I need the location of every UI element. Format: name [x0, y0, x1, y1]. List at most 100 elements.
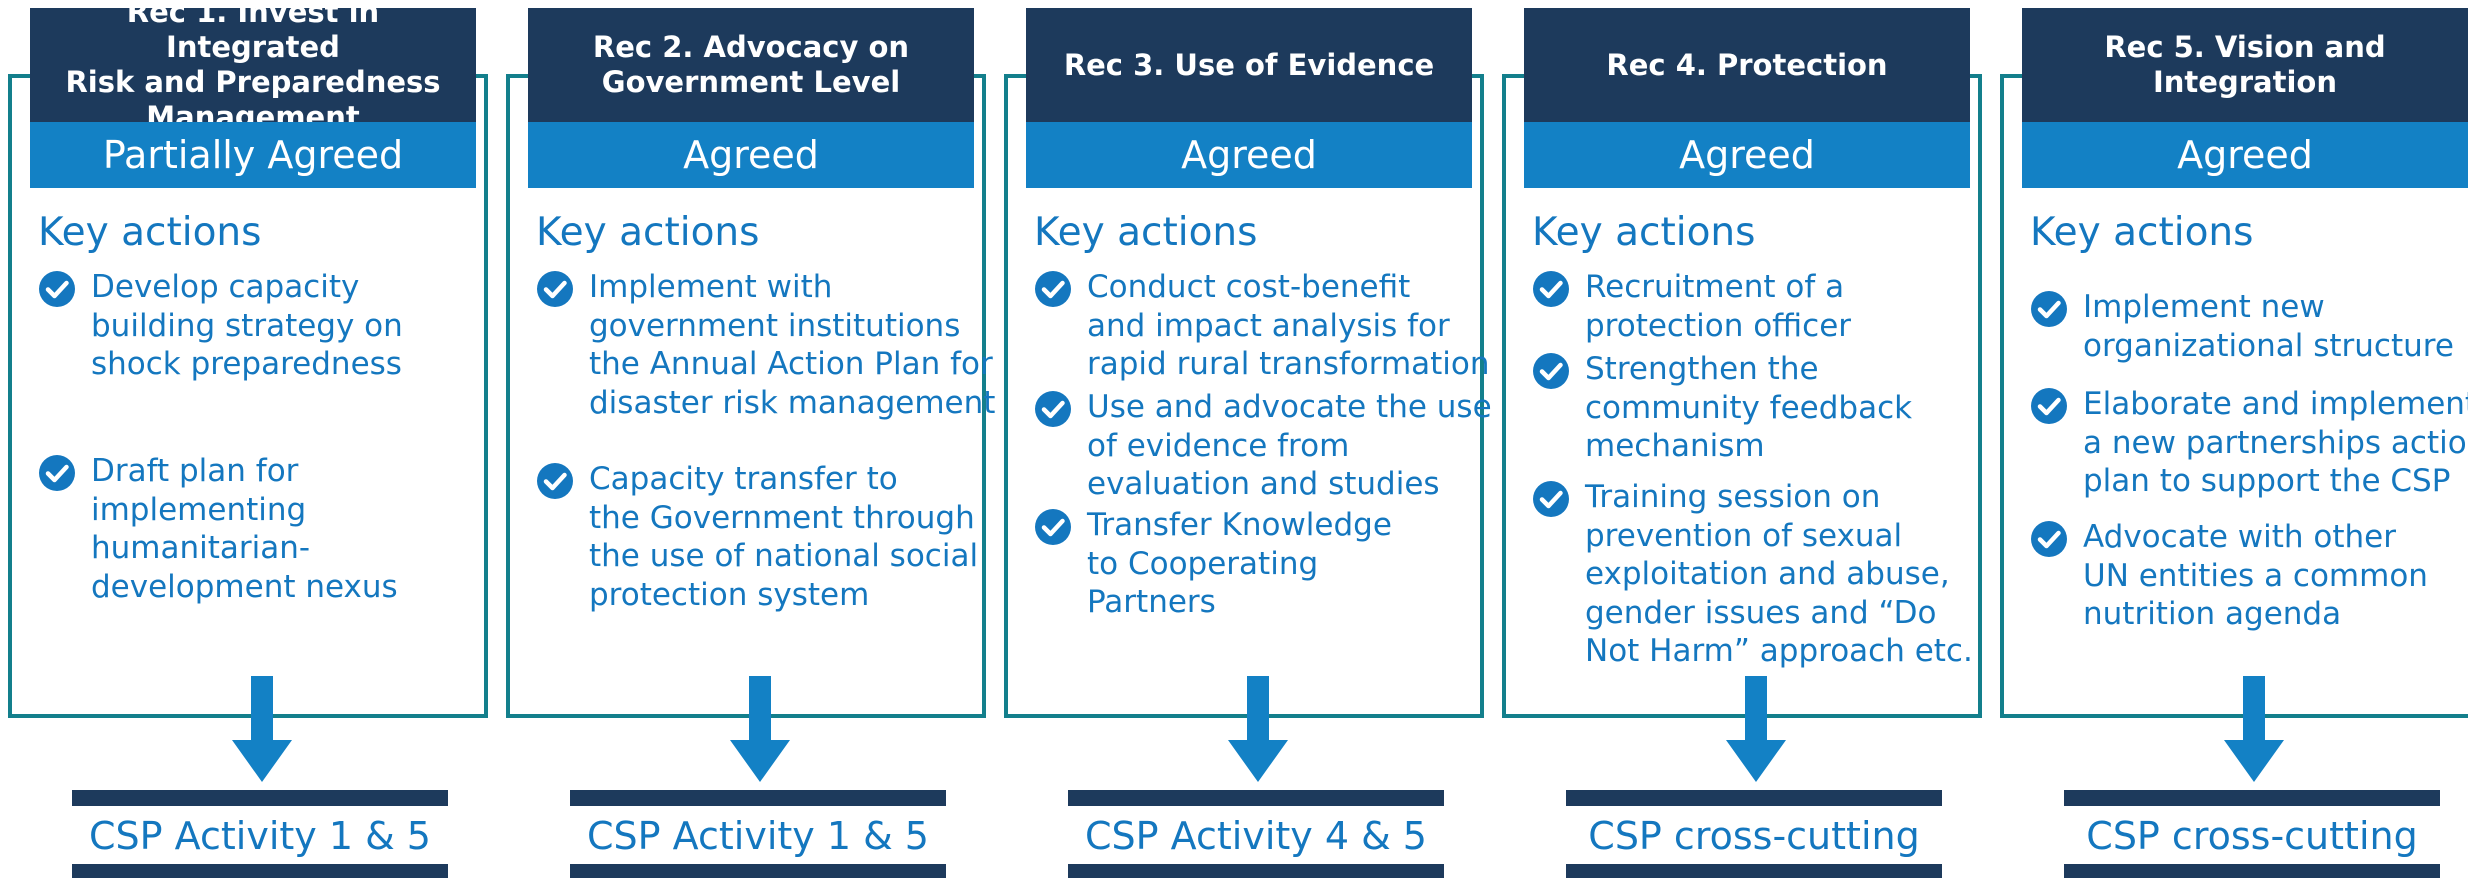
- check-circle-icon: [2031, 291, 2067, 327]
- activity-bar-bottom: [1068, 864, 1444, 878]
- key-action-line: Implement with: [589, 269, 833, 305]
- status-badge: Agreed: [528, 122, 974, 188]
- activity-bar-bottom: [72, 864, 448, 878]
- key-action-line: protection officer: [1585, 307, 1852, 344]
- csp-activity-label: CSP cross-cutting: [2086, 814, 2418, 858]
- activity-bar-top: [570, 790, 946, 806]
- recommendation-title: Rec 4. Protection: [1524, 8, 1970, 122]
- key-action-line: Transfer Knowledge: [1087, 507, 1392, 543]
- status-badge: Agreed: [1524, 122, 1970, 188]
- key-action-line: Capacity transfer to: [589, 461, 898, 497]
- key-action-line: Draft plan for: [91, 453, 299, 489]
- key-action-line: evaluation and studies: [1087, 466, 1440, 502]
- title-line: Integration: [2153, 65, 2337, 99]
- key-action-line: organizational structure: [2083, 327, 2454, 364]
- check-circle-icon: [39, 455, 75, 491]
- check-circle-icon: [537, 463, 573, 499]
- csp-activity-label: CSP cross-cutting: [1588, 814, 1920, 858]
- key-action-line: a new partnerships action: [2083, 424, 2468, 461]
- check-circle-icon: [537, 271, 573, 307]
- key-action-line: of evidence from: [1087, 427, 1350, 464]
- key-action-line: government institutions: [589, 307, 961, 344]
- key-action-line: Implement new: [2083, 289, 2325, 325]
- key-action-line: the use of national social: [589, 538, 979, 574]
- key-action-line: exploitation and abuse,: [1585, 556, 1950, 592]
- key-action-line: disaster risk management: [589, 384, 996, 421]
- key-action-line: Partners: [1087, 584, 1216, 620]
- key-action-line: rapid rural transformation: [1087, 346, 1490, 382]
- key-action-line: to Cooperating: [1087, 545, 1319, 582]
- check-circle-icon: [39, 271, 75, 307]
- arrow-down-icon: [1228, 676, 1288, 782]
- arrow-down-icon: [232, 676, 292, 782]
- key-action-line: development nexus: [91, 568, 398, 605]
- key-actions-heading: Key actions: [536, 210, 760, 255]
- title-line: Government Level: [601, 65, 901, 99]
- arrow-down-icon: [1726, 676, 1786, 782]
- csp-activity-label: CSP Activity 1 & 5: [89, 814, 431, 858]
- activity-bar-top: [72, 790, 448, 806]
- check-circle-icon: [1035, 391, 1071, 427]
- key-action-line: building strategy on: [91, 307, 403, 344]
- recommendation-title-text: Rec 4. Protection: [1606, 48, 1887, 83]
- key-action-line: gender issues and “Do: [1585, 594, 1937, 631]
- key-action-line: shock preparedness: [91, 346, 402, 382]
- check-circle-icon: [1533, 271, 1569, 307]
- key-actions-heading: Key actions: [38, 210, 262, 255]
- title-line: Rec 5. Vision and: [2104, 30, 2386, 64]
- title-line: Rec 4. Protection: [1606, 47, 1888, 82]
- key-action-line: Training session on: [1585, 479, 1881, 515]
- title-line: Rec 3. Use of Evidence: [1063, 47, 1435, 82]
- key-actions-heading: Key actions: [1034, 210, 1258, 255]
- key-action-line: Develop capacity: [91, 269, 360, 305]
- key-action-line: plan to support the CSP: [2083, 463, 2451, 499]
- check-circle-icon: [1035, 509, 1071, 545]
- key-action-line: nutrition agenda: [2083, 596, 2342, 632]
- activity-bar-bottom: [570, 864, 946, 878]
- title-line: Rec 2. Advocacy on: [592, 30, 910, 64]
- key-action-line: humanitarian-: [91, 530, 311, 566]
- check-circle-icon: [2031, 521, 2067, 557]
- activity-bar-bottom: [1566, 864, 1942, 878]
- key-action-line: UN entities a common: [2083, 557, 2428, 594]
- key-action-line: the Government through: [589, 499, 975, 536]
- key-action-line: the Annual Action Plan for: [589, 346, 993, 382]
- key-action-line: Advocate with other: [2083, 519, 2396, 555]
- key-action-line: implementing: [91, 491, 307, 528]
- activity-bar-top: [1566, 790, 1942, 806]
- title-line: Rec 1. Invest in Integrated: [126, 0, 380, 64]
- recommendation-title-text: Rec 3. Use of Evidence: [1064, 48, 1434, 83]
- key-action-line: Use and advocate the use: [1087, 389, 1492, 425]
- key-action-line: Conduct cost-benefit: [1087, 269, 1411, 305]
- key-action-line: protection system: [589, 576, 870, 613]
- key-action-line: Strengthen the: [1585, 351, 1819, 387]
- check-circle-icon: [2031, 388, 2067, 424]
- csp-activity-label: CSP Activity 4 & 5: [1085, 814, 1427, 858]
- status-badge: Partially Agreed: [30, 122, 476, 188]
- activity-bar-bottom: [2064, 864, 2440, 878]
- key-action-line: Elaborate and implement: [2083, 386, 2468, 422]
- key-action-line: prevention of sexual: [1585, 517, 1903, 554]
- check-circle-icon: [1533, 353, 1569, 389]
